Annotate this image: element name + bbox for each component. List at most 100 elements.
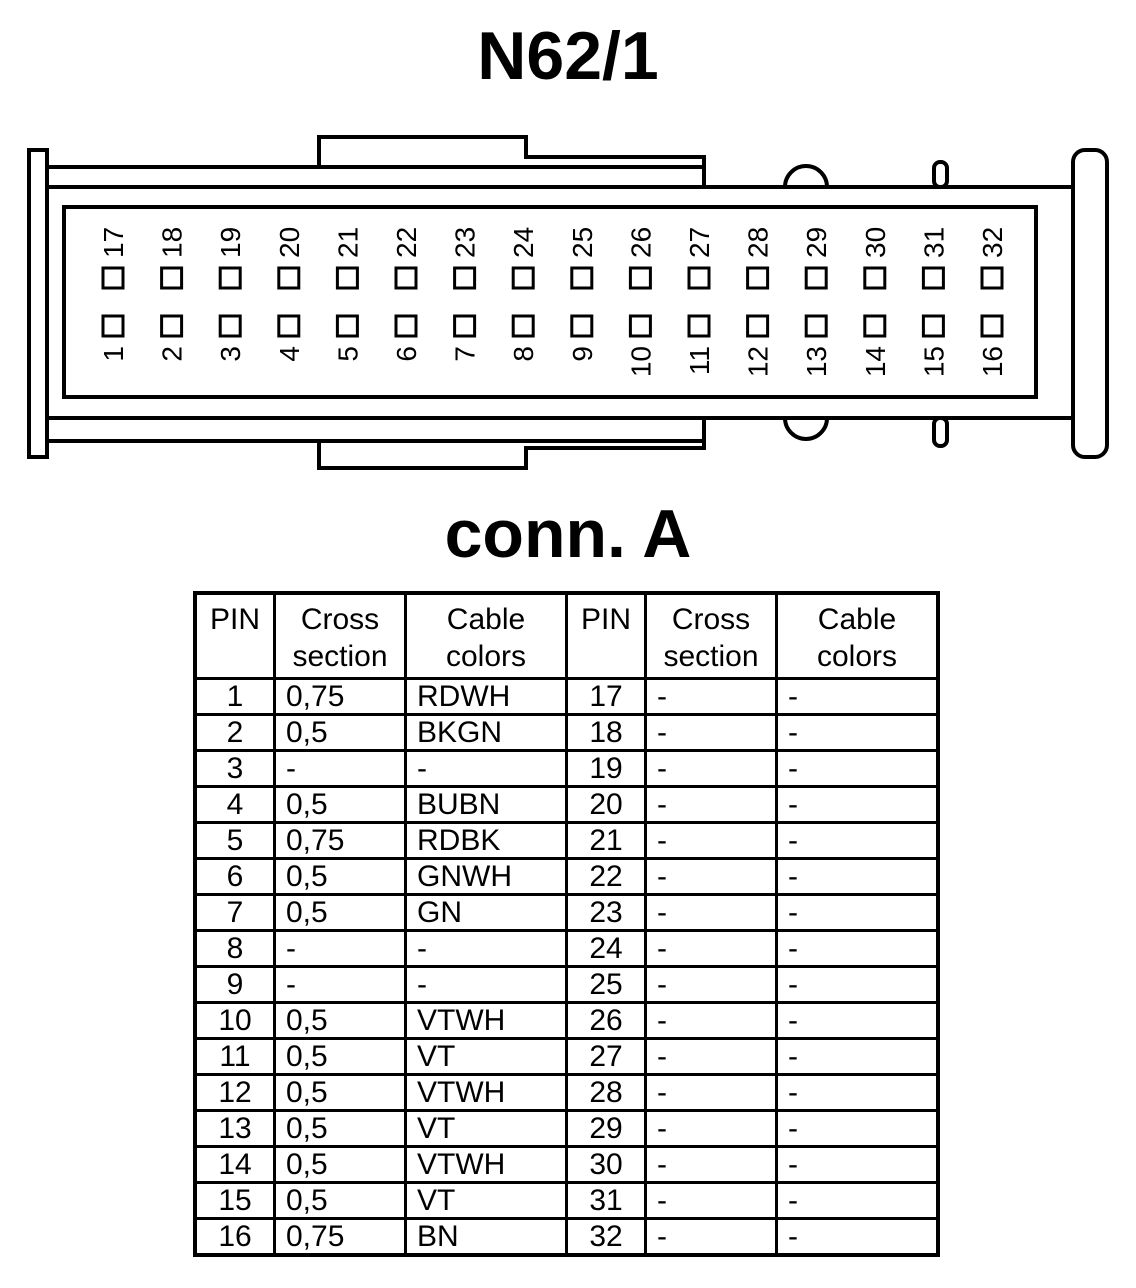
table-cell: VTWH: [404, 1073, 568, 1112]
table-cell: 27: [565, 1037, 647, 1076]
pin-square-bottom: [218, 314, 242, 338]
table-cell: 0,5: [273, 1181, 407, 1220]
table-cell: VT: [404, 1109, 568, 1148]
pin-label-bottom: 3: [215, 346, 246, 362]
table-cell: -: [644, 821, 778, 860]
table-cell: 0,5: [273, 893, 407, 932]
pin-label-top: 22: [391, 227, 422, 258]
pin-square-top: [921, 266, 945, 290]
pin-field: [62, 205, 1038, 399]
table-cell: -: [273, 965, 407, 1004]
table-cell: 24: [565, 929, 647, 968]
table-cell: 15: [193, 1181, 276, 1220]
pin-label-top: 26: [625, 227, 656, 258]
header-pin: PIN: [193, 591, 276, 680]
table-cell: -: [775, 857, 940, 896]
pin-square-bottom: [921, 314, 945, 338]
pin-square-top: [511, 266, 535, 290]
pin-label-top: 21: [332, 227, 363, 258]
table-cell: 0,5: [273, 857, 407, 896]
table-cell: 5: [193, 821, 276, 860]
pin-square-top: [804, 266, 828, 290]
table-cell: -: [644, 965, 778, 1004]
table-cell: VTWH: [404, 1145, 568, 1184]
table-cell: -: [644, 893, 778, 932]
table-cell: 30: [565, 1145, 647, 1184]
table-cell: 18: [565, 713, 647, 752]
pin-square-top: [863, 266, 887, 290]
table-cell: 29: [565, 1109, 647, 1148]
pin-label-top: 20: [274, 227, 305, 258]
table-cell: GNWH: [404, 857, 568, 896]
pin-square-bottom: [746, 314, 770, 338]
table-cell: RDWH: [404, 677, 568, 716]
table-cell: 0,75: [273, 821, 407, 860]
pin-label-bottom: 15: [918, 346, 949, 377]
pin-label-top: 30: [860, 227, 891, 258]
pin-label-bottom: 13: [801, 346, 832, 377]
pin-square-bottom: [628, 314, 652, 338]
pin-label-bottom: 12: [743, 346, 774, 377]
table-cell: 23: [565, 893, 647, 932]
pin-square-top: [160, 266, 184, 290]
table-cell: 26: [565, 1001, 647, 1040]
table-cell: -: [273, 929, 407, 968]
table-cell: -: [775, 821, 940, 860]
pin-label-top: 23: [450, 227, 481, 258]
pin-square-bottom: [863, 314, 887, 338]
table-cell: 0,5: [273, 1037, 407, 1076]
table-cell: -: [644, 1037, 778, 1076]
table-cell: 2: [193, 713, 276, 752]
table-cell: 32: [565, 1217, 647, 1257]
table-cell: 14: [193, 1145, 276, 1184]
pin-square-bottom: [570, 314, 594, 338]
pin-label-top: 17: [98, 227, 129, 258]
pin-square-top: [394, 266, 418, 290]
table-cell: 21: [565, 821, 647, 860]
table-cell: -: [775, 929, 940, 968]
connector-housing-bottom: [47, 416, 1073, 470]
pin-square-bottom: [335, 314, 359, 338]
table-cell: 22: [565, 857, 647, 896]
table-cell: 4: [193, 785, 276, 824]
pin-square-bottom: [687, 314, 711, 338]
latch-bump-top: [783, 164, 829, 188]
pin-label-bottom: 6: [391, 346, 422, 362]
table-cell: -: [404, 749, 568, 788]
table-row: 9--25--: [193, 965, 940, 1004]
connector-left-flange: [27, 148, 49, 459]
header-pin-2: PIN: [565, 591, 647, 680]
table-cell: 7: [193, 893, 276, 932]
latch-peg-top: [932, 160, 949, 189]
table-cell: -: [775, 677, 940, 716]
table-cell: 25: [565, 965, 647, 1004]
table-cell: 0,5: [273, 1145, 407, 1184]
table-cell: 16: [193, 1217, 276, 1257]
table-cell: 0,5: [273, 1073, 407, 1112]
table-cell: -: [775, 965, 940, 1004]
pin-square-top: [335, 266, 359, 290]
table-cell: 31: [565, 1181, 647, 1220]
table-cell: VT: [404, 1037, 568, 1076]
table-cell: -: [644, 1001, 778, 1040]
connector-housing-top: [47, 135, 1073, 189]
table-cell: 8: [193, 929, 276, 968]
pin-label-bottom: 10: [625, 346, 656, 377]
table-cell: 0,5: [273, 785, 407, 824]
table-cell: -: [644, 713, 778, 752]
pin-label-top: 29: [801, 227, 832, 258]
pin-square-bottom: [101, 314, 125, 338]
connector-title: conn. A: [444, 496, 692, 572]
pin-label-top: 28: [743, 227, 774, 258]
pin-label-top: 25: [567, 227, 598, 258]
connector-right-flange: [1071, 148, 1109, 459]
pin-square-top: [277, 266, 301, 290]
table-cell: -: [644, 857, 778, 896]
